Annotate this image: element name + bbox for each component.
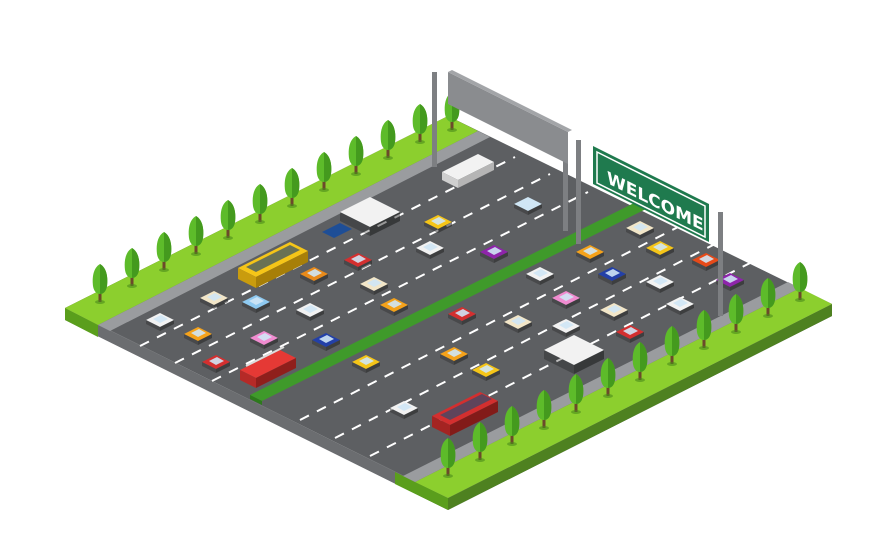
vehicles-upper xyxy=(146,154,542,388)
billboard-pole-left xyxy=(432,72,437,167)
ground-side-left xyxy=(65,308,448,510)
grass-side-right xyxy=(448,304,832,510)
grass-right xyxy=(415,288,832,498)
bus-icon xyxy=(238,242,308,288)
curb-left xyxy=(98,131,490,331)
sign-pole-right xyxy=(718,212,723,316)
bus-icon xyxy=(432,392,498,436)
billboard-panel-edge xyxy=(448,70,572,132)
truck-cab xyxy=(322,223,352,238)
ground-top xyxy=(65,116,832,498)
billboard-pole-right xyxy=(563,136,568,231)
ground-block xyxy=(65,304,832,510)
welcome-sign-icon xyxy=(593,146,709,242)
median-hedge-side xyxy=(250,395,262,405)
rv-vehicle xyxy=(442,154,494,188)
sign-pole-left xyxy=(576,140,581,244)
billboard xyxy=(432,70,572,231)
median-hedge xyxy=(250,200,652,401)
sign-border xyxy=(596,150,706,239)
fire-truck xyxy=(240,346,296,388)
grass-side-front xyxy=(395,472,448,510)
grass-left xyxy=(65,116,478,325)
grass-side-left xyxy=(65,308,98,337)
billboard-panel xyxy=(448,72,568,164)
vehicles-lower xyxy=(390,221,744,436)
